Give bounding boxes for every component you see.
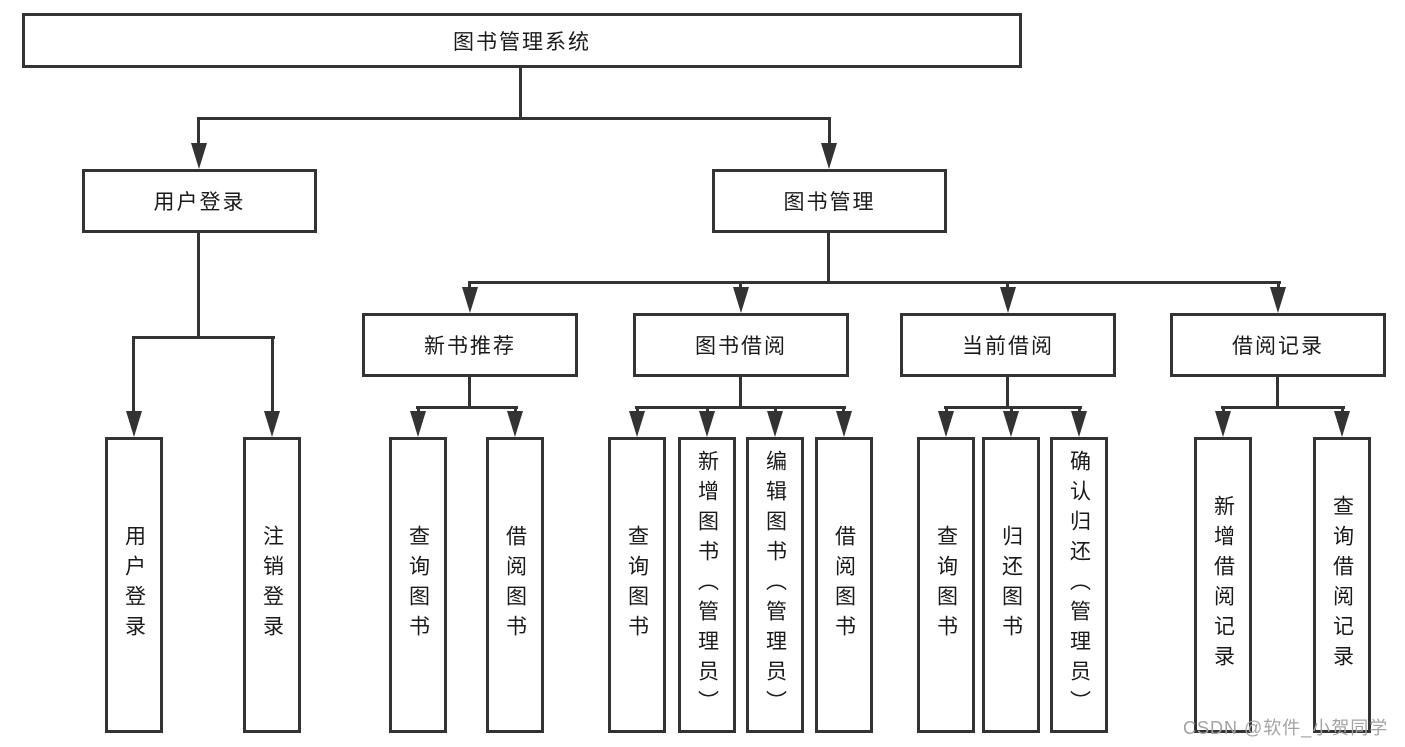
- arrowhead-record-add: [1215, 411, 1231, 437]
- leaf-logout-label: 注销登录: [260, 525, 284, 645]
- node-borrow-record-label: 借阅记录: [1232, 335, 1324, 358]
- arrowhead-recommend-query: [410, 411, 426, 437]
- leaf-current-confirm-return: 确认归还（管理员）: [1050, 437, 1108, 733]
- node-current-borrow: 当前借阅: [900, 313, 1116, 377]
- leaf-borrow-borrow-book-label: 借阅图书: [832, 525, 856, 645]
- leaf-record-query-label: 查询借阅记录: [1330, 495, 1354, 675]
- connector-recommend-leaf2-drop: [514, 406, 517, 415]
- connector-recommend-stem: [468, 375, 471, 409]
- connector-record-stem: [1276, 375, 1279, 409]
- leaf-current-query-book: 查询图书: [917, 437, 975, 733]
- leaf-recommend-borrow-book-label: 借阅图书: [503, 525, 527, 645]
- arrowhead-recommend: [462, 287, 478, 313]
- connector-borrow-leaf4-drop: [842, 406, 845, 415]
- arrowhead-logout: [264, 411, 280, 437]
- node-book-borrow-label: 图书借阅: [695, 335, 787, 358]
- leaf-borrow-add-book-label: 新增图书（管理员）: [695, 450, 719, 720]
- leaf-borrow-add-book: 新增图书（管理员）: [678, 437, 736, 733]
- connector-record-leaf1-drop: [1222, 406, 1225, 415]
- leaf-recommend-borrow-book: 借阅图书: [486, 437, 544, 733]
- leaf-current-return-book-label: 归还图书: [999, 525, 1023, 645]
- arrowhead-borrow-query: [629, 411, 645, 437]
- node-borrow-record: 借阅记录: [1170, 313, 1386, 377]
- arrowhead-record: [1270, 287, 1286, 313]
- connector-current-stem: [1006, 375, 1009, 409]
- arrowhead-borrow-edit: [767, 411, 783, 437]
- connector-level2-rail: [468, 281, 1281, 284]
- connector-borrow-stem: [739, 375, 742, 409]
- leaf-record-add: 新增借阅记录: [1194, 437, 1252, 733]
- leaf-borrow-edit-book-label: 编辑图书（管理员）: [763, 450, 787, 720]
- leaf-login: 用户登录: [105, 437, 163, 733]
- leaf-borrow-edit-book: 编辑图书（管理员）: [746, 437, 804, 733]
- leaf-logout: 注销登录: [243, 437, 301, 733]
- connector-borrow-leaf1-drop: [636, 406, 639, 415]
- connector-book-management-drop: [828, 117, 831, 147]
- arrowhead-record-query: [1334, 411, 1350, 437]
- connector-borrow-leaf3-drop: [774, 406, 777, 415]
- arrowhead-user-login: [191, 143, 207, 169]
- connector-current-leaf1-drop: [945, 406, 948, 415]
- csdn-watermark: CSDN @软件_小贺同学: [1183, 718, 1389, 738]
- connector-root-stem: [519, 66, 522, 119]
- leaf-recommend-query-book-label: 查询图书: [406, 525, 430, 645]
- leaf-recommend-query-book: 查询图书: [389, 437, 447, 733]
- connector-borrow-leaf2-drop: [706, 406, 709, 415]
- connector-level1-rail: [197, 117, 831, 120]
- node-user-login: 用户登录: [82, 169, 317, 233]
- node-book-management: 图书管理: [712, 169, 947, 233]
- connector-login-rail: [132, 336, 275, 339]
- arrowhead-book-management: [821, 143, 837, 169]
- arrowhead-current: [1000, 287, 1016, 313]
- node-current-borrow-label: 当前借阅: [962, 335, 1054, 358]
- node-new-book-recommend: 新书推荐: [362, 313, 578, 377]
- connector-user-login-drop: [197, 117, 200, 147]
- arrowhead-current-query: [938, 411, 954, 437]
- connector-logout-drop: [271, 336, 274, 414]
- arrowhead-borrow: [733, 287, 749, 313]
- leaf-record-add-label: 新增借阅记录: [1211, 495, 1235, 675]
- leaf-login-label: 用户登录: [122, 525, 146, 645]
- connector-record-rail: [1221, 406, 1345, 409]
- arrowhead-borrow-borrow: [836, 411, 852, 437]
- connector-login-drop: [132, 336, 135, 414]
- connector-recommend-drop: [468, 281, 471, 291]
- leaf-borrow-borrow-book: 借阅图书: [815, 437, 873, 733]
- leaf-current-query-book-label: 查询图书: [934, 525, 958, 645]
- node-root: 图书管理系统: [22, 13, 1022, 68]
- connector-recommend-rail: [416, 406, 518, 409]
- arrowhead-current-confirm: [1071, 411, 1087, 437]
- arrowhead-login: [126, 411, 142, 437]
- connector-borrow-drop: [739, 281, 742, 291]
- connector-record-drop: [1277, 281, 1280, 291]
- node-root-label: 图书管理系统: [453, 30, 591, 54]
- connector-recommend-leaf1-drop: [417, 406, 420, 415]
- node-book-borrow: 图书借阅: [633, 313, 849, 377]
- node-user-login-label: 用户登录: [153, 191, 246, 214]
- node-book-management-label: 图书管理: [783, 191, 876, 214]
- connector-current-drop: [1006, 281, 1009, 291]
- leaf-borrow-query-book: 查询图书: [608, 437, 666, 733]
- arrowhead-borrow-add: [699, 411, 715, 437]
- leaf-record-query: 查询借阅记录: [1313, 437, 1371, 733]
- connector-current-leaf2-drop: [1010, 406, 1013, 415]
- arrowhead-recommend-borrow: [507, 411, 523, 437]
- connector-user-login-stem: [197, 231, 200, 339]
- connector-borrow-rail: [635, 406, 846, 409]
- leaf-borrow-query-book-label: 查询图书: [625, 525, 649, 645]
- connector-current-rail: [944, 406, 1082, 409]
- arrowhead-current-return: [1003, 411, 1019, 437]
- connector-current-leaf3-drop: [1078, 406, 1081, 415]
- node-new-book-recommend-label: 新书推荐: [424, 335, 516, 358]
- leaf-current-confirm-return-label: 确认归还（管理员）: [1067, 450, 1091, 720]
- connector-record-leaf2-drop: [1341, 406, 1344, 415]
- connector-book-management-stem: [827, 231, 830, 284]
- leaf-current-return-book: 归还图书: [982, 437, 1040, 733]
